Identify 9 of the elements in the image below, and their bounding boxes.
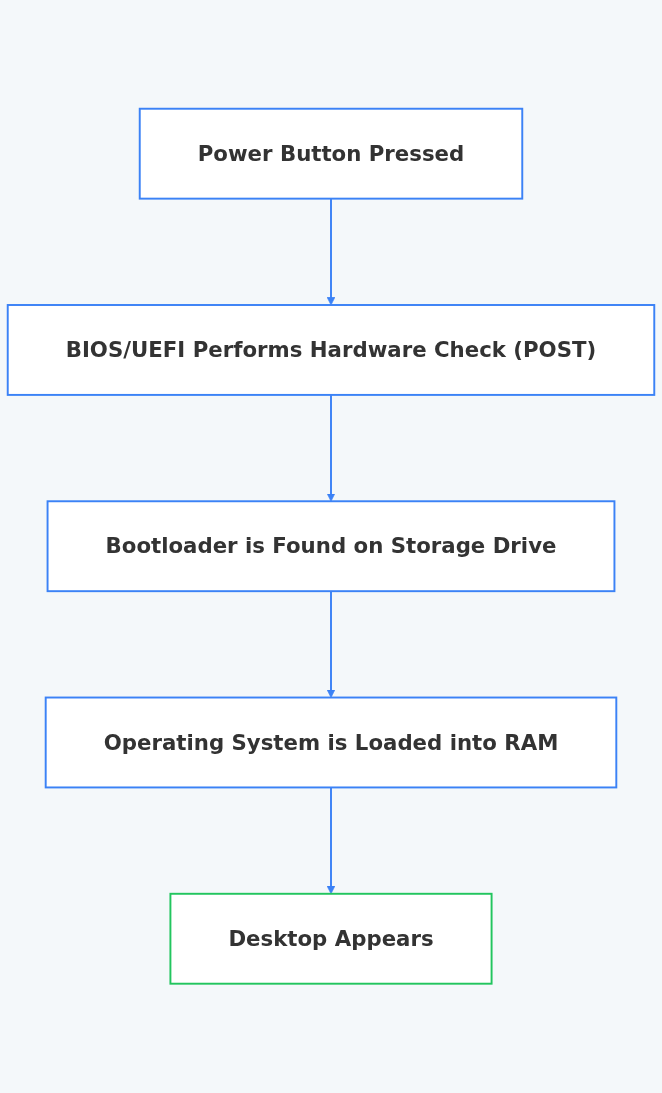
node-box: Bootloader is Found on Storage Drive: [46, 500, 616, 593]
arrow: [326, 786, 336, 895]
arrow: [326, 590, 336, 699]
arrow: [326, 197, 336, 306]
node-box: Operating System is Loaded into RAM: [44, 696, 618, 789]
node-box: Power Button Pressed: [138, 108, 524, 200]
arrow: [326, 394, 336, 502]
node-box: Desktop Appears: [169, 893, 493, 985]
node-box: BIOS/UEFI Performs Hardware Check (POST): [6, 304, 656, 397]
